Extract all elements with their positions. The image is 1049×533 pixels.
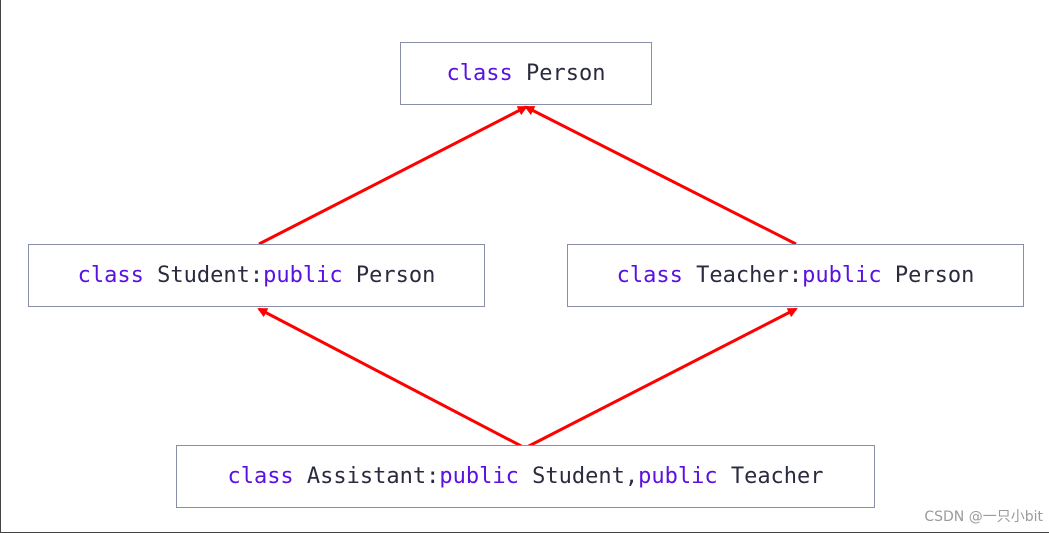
node-person-text: class Person xyxy=(447,61,606,86)
node-student-text: class Student:public Person xyxy=(78,263,436,288)
watermark: CSDN @一只小bit xyxy=(924,509,1043,525)
node-assistant: class Assistant:public Student,public Te… xyxy=(176,445,875,508)
keyword-token: public xyxy=(802,263,882,288)
identifier-token: Student, xyxy=(518,464,639,489)
keyword-token: public xyxy=(638,464,718,489)
keyword-token: public xyxy=(439,464,519,489)
node-assistant-text: class Assistant:public Student,public Te… xyxy=(227,464,823,489)
arrow-assistant-to-student xyxy=(257,307,526,450)
identifier-token: Teacher xyxy=(717,464,824,489)
node-teacher: class Teacher:public Person xyxy=(567,244,1024,307)
keyword-token: public xyxy=(263,263,343,288)
identifier-token: Person xyxy=(512,61,606,86)
arrow-teacher-to-person xyxy=(524,105,797,246)
keyword-token: class xyxy=(227,464,294,489)
identifier-token: Teacher: xyxy=(682,263,803,288)
node-person: class Person xyxy=(400,42,652,105)
arrow-assistant-to-teacher xyxy=(524,307,798,450)
keyword-token: class xyxy=(446,61,513,86)
node-student: class Student:public Person xyxy=(28,244,485,307)
keyword-token: class xyxy=(616,263,683,288)
node-teacher-text: class Teacher:public Person xyxy=(617,263,975,288)
identifier-token: Person xyxy=(881,263,975,288)
identifier-token: Assistant: xyxy=(293,464,440,489)
identifier-token: Person xyxy=(342,263,436,288)
identifier-token: Student: xyxy=(143,263,264,288)
keyword-token: class xyxy=(77,263,144,288)
arrow-student-to-person xyxy=(258,105,528,246)
